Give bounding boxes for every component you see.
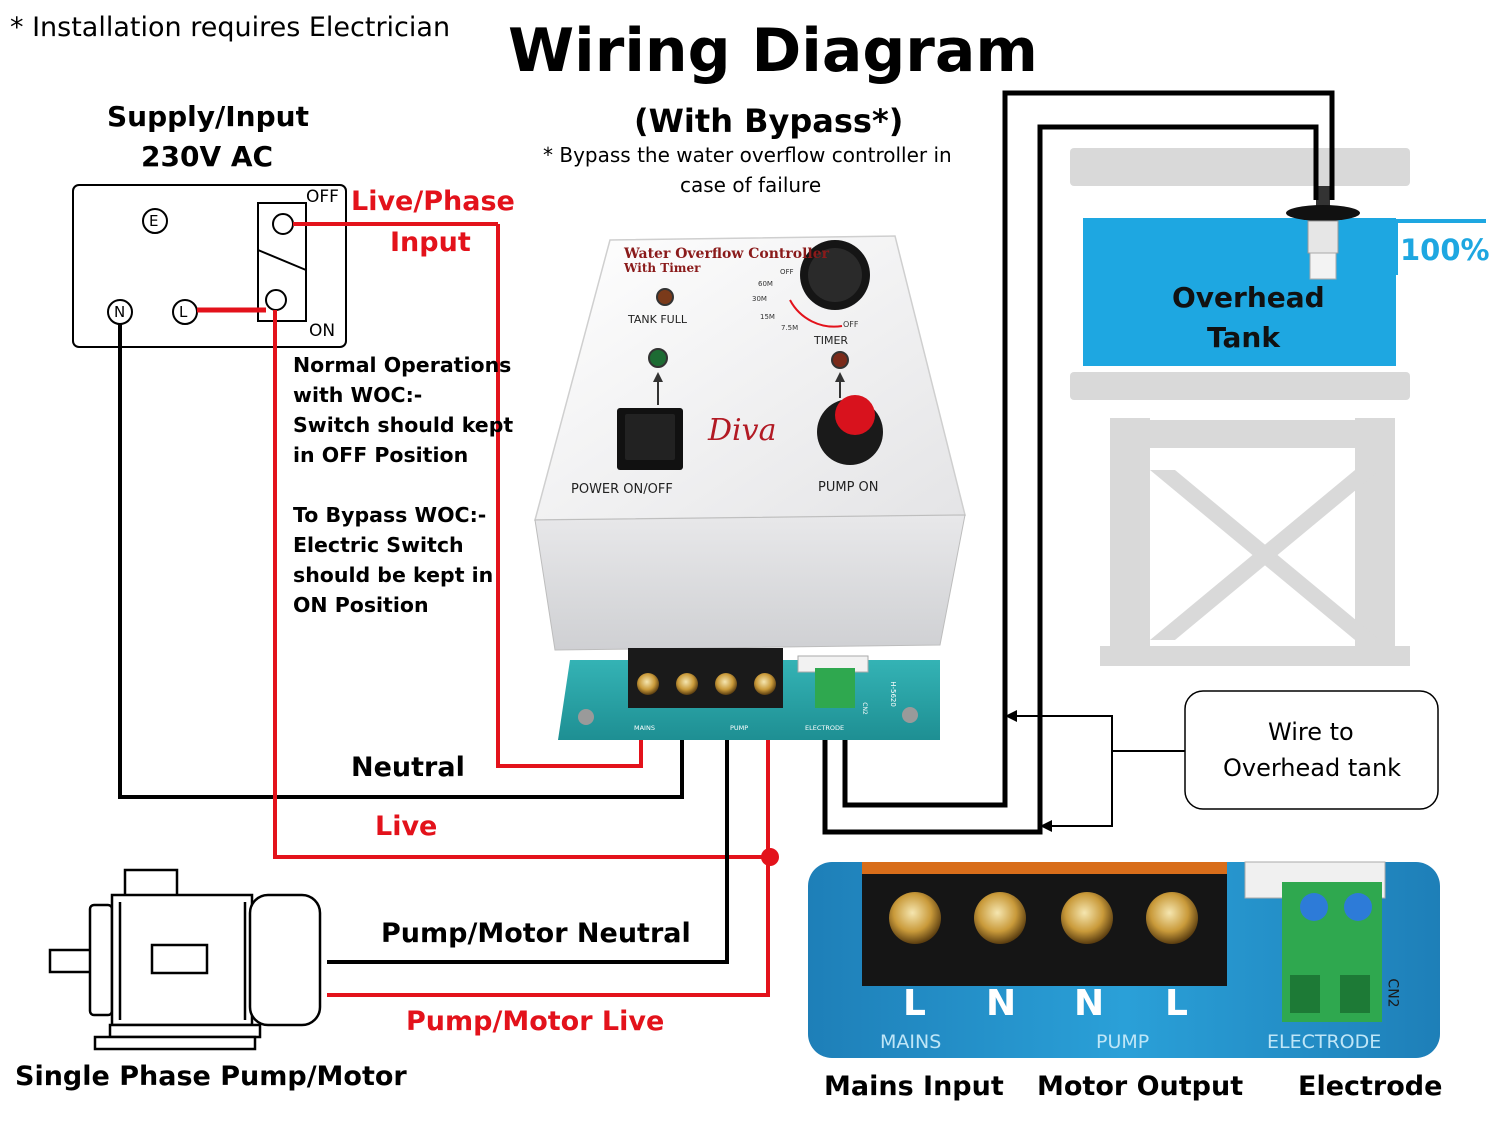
closeup-terminal-label: N: [1074, 983, 1105, 1024]
pump-neutral-wire: [327, 727, 729, 964]
bypass-instructions: To Bypass WOC:- Electric Switch should b…: [293, 500, 493, 620]
tank-water: [1083, 218, 1396, 366]
page-title: Wiring Diagram: [508, 16, 1038, 86]
timer-mark: 7.5M: [781, 324, 799, 332]
closeup-pump-label: PUMP: [1096, 1031, 1150, 1053]
timer-label: TIMER: [814, 334, 849, 347]
pump-motor-label: Single Phase Pump/Motor: [15, 1061, 407, 1092]
supply-voltage: 230V AC: [141, 140, 274, 173]
closeup-electrode-label: ELECTRODE: [1267, 1031, 1382, 1053]
switch-off-label: OFF: [306, 187, 339, 207]
instruction-line: ON Position: [293, 593, 429, 617]
board-mains-label: MAINS: [634, 724, 655, 732]
normal-operation-instructions: Normal Operations with WOC:- Switch shou…: [293, 350, 513, 470]
controller-device: [534, 235, 966, 740]
instruction-line: should be kept in: [293, 563, 494, 587]
timer-mark: 60M: [758, 280, 773, 288]
timer-mark: OFF: [843, 320, 859, 329]
bypass-note-line-1: * Bypass the water overflow controller i…: [543, 143, 952, 167]
controller-subname: With Timer: [624, 261, 701, 275]
terminal-closeup: [808, 861, 1440, 1058]
input-label: Input: [390, 227, 471, 258]
wire-to-tank-box: [1184, 690, 1439, 810]
neutral-label: Neutral: [351, 752, 465, 783]
live-wire: [273, 310, 770, 859]
supply-title: Supply/Input: [107, 100, 309, 133]
wire-to-tank-line-1: Wire to: [1268, 718, 1354, 746]
instruction-line: with WOC:-: [293, 383, 423, 407]
controller-name: Water Overflow Controller: [624, 246, 830, 262]
tank-label-line-2: Tank: [1207, 321, 1280, 354]
electrode-wire-2: [822, 124, 1319, 835]
supply-terminal-n: N: [114, 303, 126, 321]
motor-output-caption: Motor Output: [1037, 1071, 1244, 1102]
closeup-terminal-label: N: [986, 983, 1017, 1024]
electrode-caption: Electrode: [1298, 1071, 1443, 1102]
board-cn-label: CN2: [860, 702, 868, 715]
switch-on-label: ON: [309, 321, 336, 341]
timer-mark: 30M: [752, 295, 767, 303]
instruction-line: To Bypass WOC:-: [293, 503, 487, 527]
tank-tower: [1070, 148, 1410, 666]
bypass-note-line-2: case of failure: [680, 173, 822, 197]
board-electrode-label: ELECTRODE: [805, 724, 845, 732]
brand-logo: Diva: [708, 413, 777, 448]
wire-to-tank-line-2: Overhead tank: [1223, 754, 1402, 782]
supply-terminal-e: E: [149, 212, 159, 230]
mains-input-caption: Mains Input: [824, 1071, 1004, 1102]
closeup-terminal-label: L: [903, 983, 926, 1024]
pump-live-label: Pump/Motor Live: [406, 1006, 665, 1037]
instruction-line: Electric Switch: [293, 533, 464, 557]
board-pump-label: PUMP: [730, 724, 749, 732]
closeup-terminal-label: L: [1165, 983, 1188, 1024]
pump-neutral-label: Pump/Motor Neutral: [381, 918, 691, 949]
tank-label-line-1: Overhead: [1172, 281, 1325, 314]
instruction-line: Switch should kept: [293, 413, 514, 437]
live-phase-input-wire: [496, 224, 643, 768]
closeup-cn2-label: CN2: [1384, 978, 1401, 1008]
instruction-line: in OFF Position: [293, 443, 469, 467]
board-code-label: H-5620: [888, 681, 897, 707]
timer-mark: 15M: [760, 313, 775, 321]
power-label: POWER ON/OFF: [571, 482, 673, 497]
electrode-wire-1: [842, 90, 1335, 808]
tank-full-label: TANK FULL: [628, 313, 687, 326]
live-phase-label: Live/Phase: [351, 186, 515, 217]
closeup-mains-label: MAINS: [880, 1031, 942, 1053]
water-level-label: 100%: [1400, 233, 1490, 267]
electrician-note: * Installation requires Electrician: [10, 12, 451, 43]
pump-on-label: PUMP ON: [818, 480, 879, 495]
pump-motor: [48, 868, 322, 1051]
neutral-wire: [118, 324, 684, 799]
supply-terminal-l: L: [179, 303, 188, 321]
float-sensor: [1286, 186, 1360, 280]
live-label: Live: [375, 811, 438, 842]
timer-mark: OFF: [780, 268, 794, 276]
page-subtitle: (With Bypass*): [634, 102, 904, 140]
instruction-line: Normal Operations: [293, 353, 512, 377]
